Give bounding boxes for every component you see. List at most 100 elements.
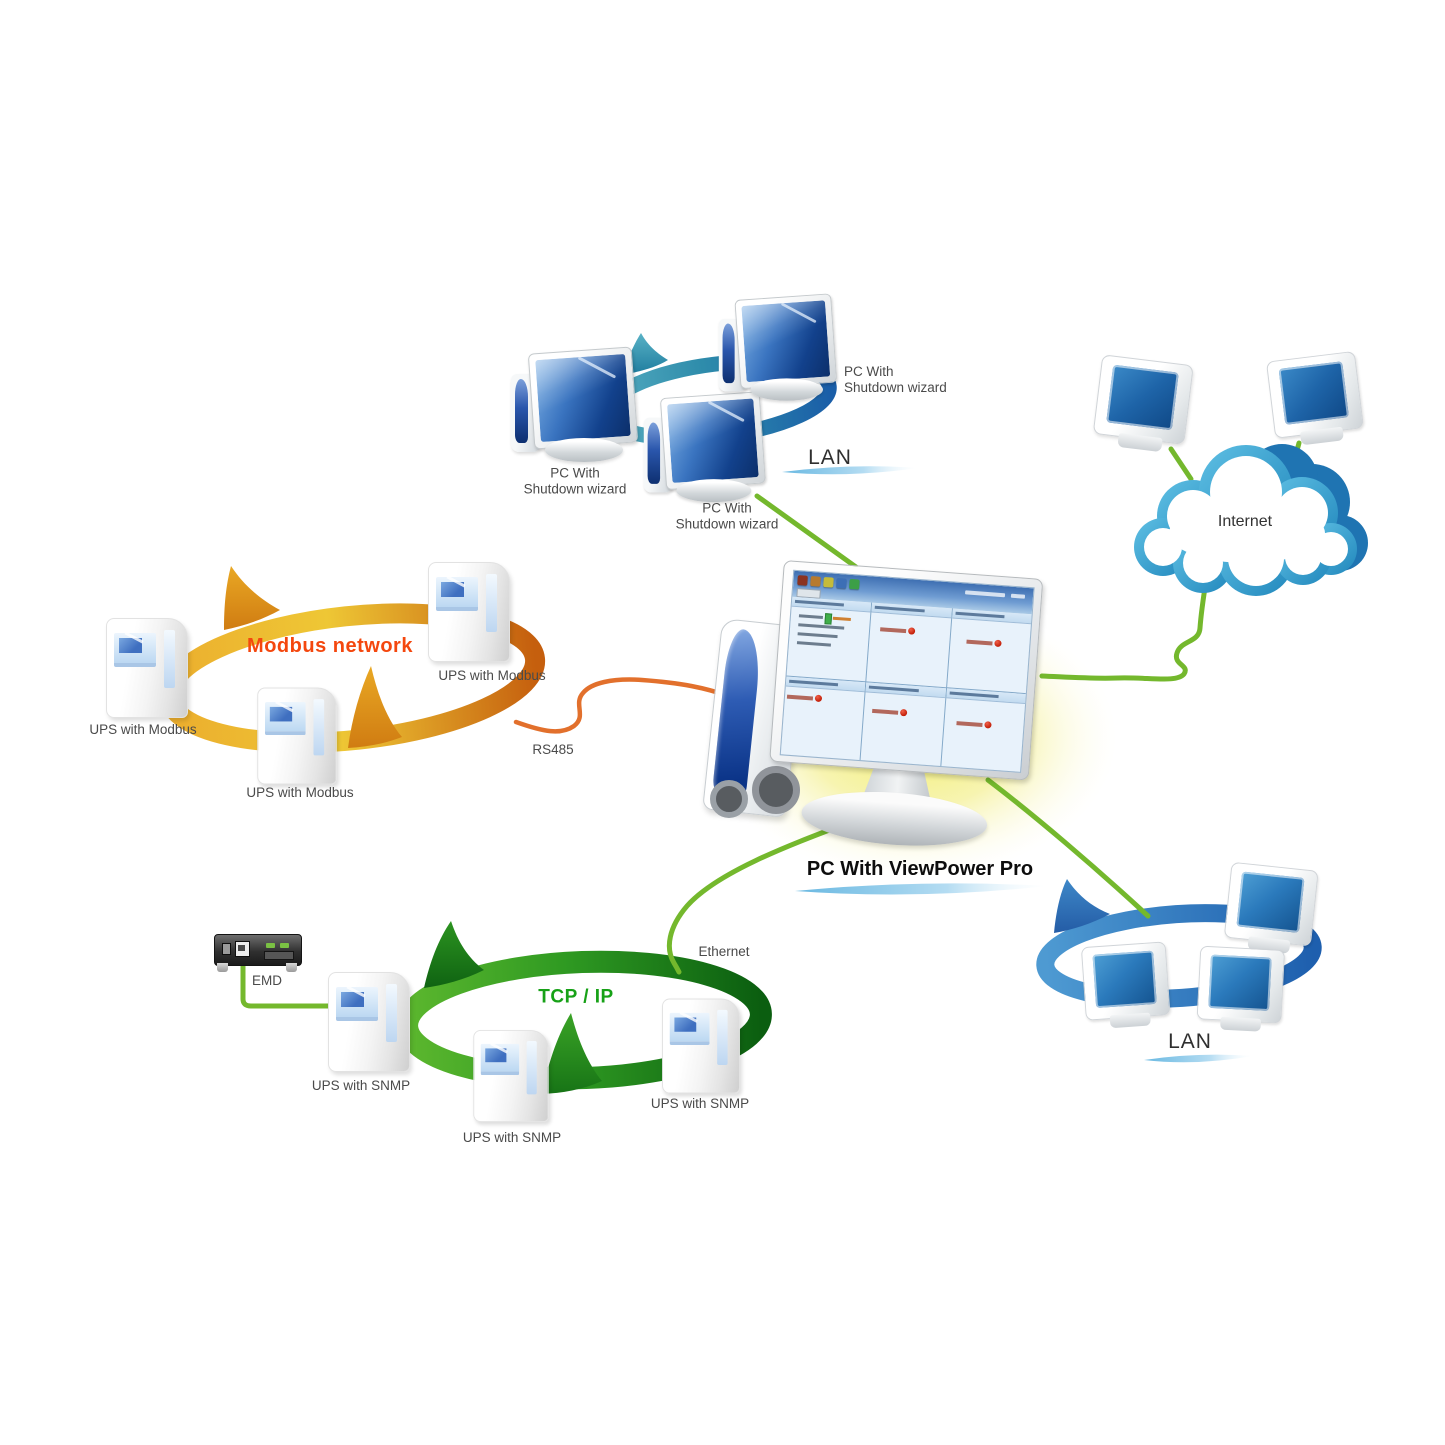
internet-monitor-2 bbox=[1265, 350, 1374, 458]
lan-pc-1-screen bbox=[535, 353, 631, 443]
modbus-ups-3-display bbox=[436, 577, 478, 611]
modbus-ups-2-label: UPS with Modbus bbox=[246, 784, 354, 800]
emd-device bbox=[214, 934, 304, 982]
lan-pc-2-label: PC With Shutdown wizard bbox=[675, 500, 779, 532]
line-cloud-to-pc bbox=[1039, 578, 1209, 682]
viewpower-pc-speaker-2 bbox=[710, 780, 748, 818]
swoosh-center-pc bbox=[795, 883, 1048, 895]
viewpower-monitor-base bbox=[799, 786, 989, 852]
modbus-ups-1-stripe bbox=[164, 630, 175, 688]
ups-panel-2 bbox=[866, 602, 952, 687]
app-icon-1 bbox=[797, 575, 808, 586]
ups-panel-4 bbox=[780, 675, 866, 761]
snmp-ups-1-label: UPS with SNMP bbox=[311, 1077, 411, 1093]
snmp-ups-2-label: UPS with SNMP bbox=[462, 1129, 562, 1145]
emd-foot-left bbox=[217, 963, 228, 972]
line-monitor1-to-cloud bbox=[1168, 446, 1194, 482]
snmp-ups-2 bbox=[473, 1030, 549, 1122]
viewpower-pc-label: PC With ViewPower Pro bbox=[806, 857, 1034, 880]
line-lan-to-pc bbox=[754, 493, 859, 570]
emd-foot-right bbox=[286, 963, 297, 972]
snmp-ups-2-stripe bbox=[526, 1041, 537, 1095]
viewpower-pc-speaker-1 bbox=[752, 766, 800, 814]
snmp-ups-1-display bbox=[336, 987, 378, 1021]
app-controls-dash bbox=[1010, 593, 1026, 599]
emd-port-small bbox=[222, 943, 231, 955]
emd-port-bar bbox=[264, 951, 294, 960]
bottom-lan-monitor-3-screen bbox=[1208, 954, 1272, 1011]
ups-panel-1 bbox=[786, 596, 872, 681]
modbus-ups-2 bbox=[257, 687, 337, 785]
internet-monitor-1-screen bbox=[1106, 364, 1179, 431]
bottom-lan-monitor-3 bbox=[1196, 945, 1293, 1043]
bottom-lan-monitor-3-foot bbox=[1220, 1016, 1262, 1032]
modbus-ups-2-stripe bbox=[313, 699, 325, 756]
modbus-ups-1-label: UPS with Modbus bbox=[89, 721, 197, 737]
modbus-ups-1-display bbox=[114, 633, 156, 667]
top-lan-ring-horn bbox=[622, 333, 668, 375]
snmp-ups-1-stripe bbox=[386, 984, 397, 1042]
ups-panel-6 bbox=[940, 687, 1026, 772]
ups-panel-5 bbox=[860, 681, 946, 766]
lan-pc-3-monitor bbox=[734, 293, 838, 390]
app-icon-2 bbox=[810, 576, 821, 587]
bottom-lan-monitor-2-screen bbox=[1092, 950, 1157, 1009]
viewpower-monitor-bezel bbox=[769, 560, 1044, 781]
emd-led-1 bbox=[266, 943, 275, 948]
internet-monitor-2-screen bbox=[1278, 361, 1349, 425]
line-ethernet bbox=[666, 818, 856, 975]
modbus-ups-3-label: UPS with Modbus bbox=[438, 667, 546, 683]
emd-led-2 bbox=[280, 943, 289, 948]
tcpip-title: TCP / IP bbox=[538, 986, 614, 1008]
snmp-ups-1 bbox=[328, 972, 410, 1072]
emd-port-usb bbox=[235, 941, 250, 957]
rs485-label: RS485 bbox=[532, 741, 574, 757]
emd-label: EMD bbox=[252, 972, 282, 988]
viewpower-panel-grid bbox=[780, 596, 1032, 772]
modbus-network-title: Modbus network bbox=[247, 634, 413, 657]
lan-pc-1-label: PC With Shutdown wizard bbox=[523, 465, 627, 497]
bottom-lan-ring-horn bbox=[1054, 879, 1110, 933]
snmp-ups-3 bbox=[662, 998, 740, 1094]
modbus-ring-horn-left bbox=[224, 566, 280, 630]
snmp-ups-2-display bbox=[480, 1043, 520, 1076]
lan-pc-3-screen bbox=[741, 300, 831, 383]
lan-pc-1-monitor bbox=[527, 346, 639, 450]
lan-pc-2-base bbox=[676, 479, 752, 503]
lan-pc-1 bbox=[505, 346, 655, 483]
top-lan-label: LAN bbox=[808, 446, 852, 470]
internet-cloud bbox=[1134, 444, 1368, 596]
bottom-lan-monitor-2-foot bbox=[1109, 1012, 1151, 1029]
lan-pc-1-base bbox=[545, 438, 623, 462]
app-title-dash bbox=[964, 590, 1006, 598]
modbus-ups-3-stripe bbox=[486, 574, 497, 632]
app-icon-5 bbox=[849, 578, 860, 590]
ups-panel-3 bbox=[946, 608, 1032, 693]
internet-monitor-1 bbox=[1090, 354, 1201, 465]
viewpower-pc-monitor bbox=[762, 560, 1045, 878]
bottom-lan-monitor-1-screen bbox=[1236, 871, 1305, 933]
lan-pc-3-label: PC With Shutdown wizard bbox=[844, 364, 947, 396]
ethernet-label: Ethernet bbox=[698, 943, 750, 959]
swoosh-top-lan bbox=[782, 466, 918, 475]
modbus-ups-1 bbox=[106, 618, 188, 718]
modbus-ring-horn-mid bbox=[348, 666, 402, 748]
lan-pc-3-base bbox=[750, 378, 823, 401]
lan-pc-3 bbox=[713, 293, 853, 421]
snmp-ups-3-stripe bbox=[717, 1009, 728, 1065]
line-emd-cable bbox=[240, 953, 333, 1009]
swoosh-bottom-lan bbox=[1144, 1054, 1253, 1063]
viewpower-app-window bbox=[779, 569, 1035, 773]
app-icon-4 bbox=[836, 577, 847, 589]
bottom-lan-label: LAN bbox=[1168, 1030, 1212, 1054]
line-pc-to-bottom-lan bbox=[985, 777, 1151, 919]
tcpip-ring-horn-left bbox=[424, 921, 484, 988]
tcpip-ring-horn-mid bbox=[542, 1013, 602, 1094]
line-rs485 bbox=[513, 677, 732, 734]
internet-label: Internet bbox=[1217, 513, 1273, 531]
app-icon-3 bbox=[823, 576, 834, 588]
bottom-lan-ring bbox=[1036, 879, 1322, 1008]
modbus-ups-2-display bbox=[264, 702, 306, 736]
snmp-ups-3-display bbox=[669, 1012, 710, 1046]
